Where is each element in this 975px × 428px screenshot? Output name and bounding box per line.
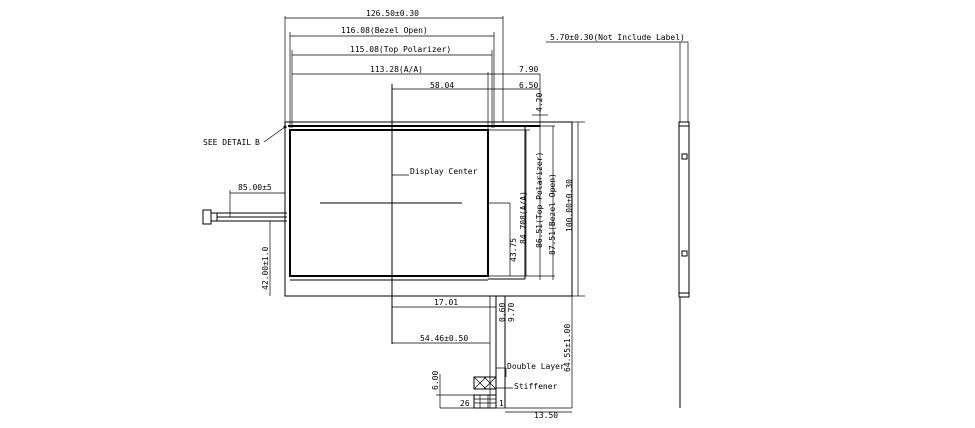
connector-body xyxy=(202,209,212,225)
see-detail-label: SEE DETAIL xyxy=(203,138,251,147)
dim-cable-length: 85.00±5 xyxy=(238,183,272,192)
double-layer-block xyxy=(473,376,497,390)
double-layer-label: Double Layer xyxy=(507,362,565,371)
side-profile xyxy=(678,121,690,298)
dim-tail-small-2: 9.70 xyxy=(507,303,516,322)
dim-total-length: 64.55±1.00 xyxy=(563,324,572,372)
display-center-callout: Display Center xyxy=(392,167,478,176)
panel-outline xyxy=(284,121,573,297)
dim-active-area-height: 84.708(A/A) xyxy=(519,191,528,244)
dim-cable-height: 42.00±1.0 xyxy=(261,246,270,290)
dim-bezel-open-height: 87.51(Bezel Open) xyxy=(548,173,557,255)
dim-active-area-width: 113.28(A/A) xyxy=(370,65,423,74)
dim-thickness: 5.70±0.30(Not Include Label) xyxy=(550,33,685,42)
cable-connector: 85.00±5 42.00±1.0 xyxy=(202,183,287,296)
dim-right-offset-1: 7.90 xyxy=(519,65,538,74)
dim-top-polarizer-width: 115.08(Top Polarizer) xyxy=(350,45,451,54)
dim-half-height: 43.75 xyxy=(509,238,518,262)
side-view: 5.70±0.30(Not Include Label) xyxy=(546,33,690,408)
side-tab-bottom xyxy=(681,250,688,257)
dim-half-width: 58.04 xyxy=(430,81,454,90)
dim-tail-right: 13.50 xyxy=(534,411,558,420)
dim-tail-small-1: 0.60 xyxy=(498,303,507,322)
dim-right-offset-2: 6.50 xyxy=(519,81,538,90)
detail-marker xyxy=(283,125,287,129)
dim-tail-offset: 17.01 xyxy=(434,298,458,307)
dim-overall-width: 126.50±0.30 xyxy=(366,9,419,18)
top-dimensions: 126.50±0.30 116.08(Bezel Open) 115.08(To… xyxy=(284,9,548,130)
dim-tail-position: 54.46±0.50 xyxy=(420,334,468,343)
right-dimensions: 84.708(A/A) 86.51(Top Polarizer) 87.51(B… xyxy=(488,121,585,297)
dim-top-polarizer-height: 86.51(Top Polarizer) xyxy=(535,152,544,248)
dim-tail-width: 26 xyxy=(460,399,470,408)
dim-bezel-open-width: 116.08(Bezel Open) xyxy=(341,26,428,35)
detail-callout: SEE DETAIL B xyxy=(203,125,287,147)
see-detail-ref: B xyxy=(255,138,260,147)
front-view xyxy=(284,84,573,344)
display-center-label: Display Center xyxy=(410,167,478,176)
stiffener-block xyxy=(473,394,497,409)
dim-stiffener-height: 6.00 xyxy=(431,371,440,390)
dim-top-offset: 4.20 xyxy=(535,93,544,112)
side-tab-top xyxy=(681,153,688,160)
dim-overall-height: 100.00±0.30 xyxy=(565,179,574,232)
dim-tail-gap: 1 xyxy=(499,399,504,408)
stiffener-label: Stiffener xyxy=(514,382,558,391)
tail-fpc: 17.01 0.60 9.70 54.46±0.50 Double Layer … xyxy=(392,296,573,420)
